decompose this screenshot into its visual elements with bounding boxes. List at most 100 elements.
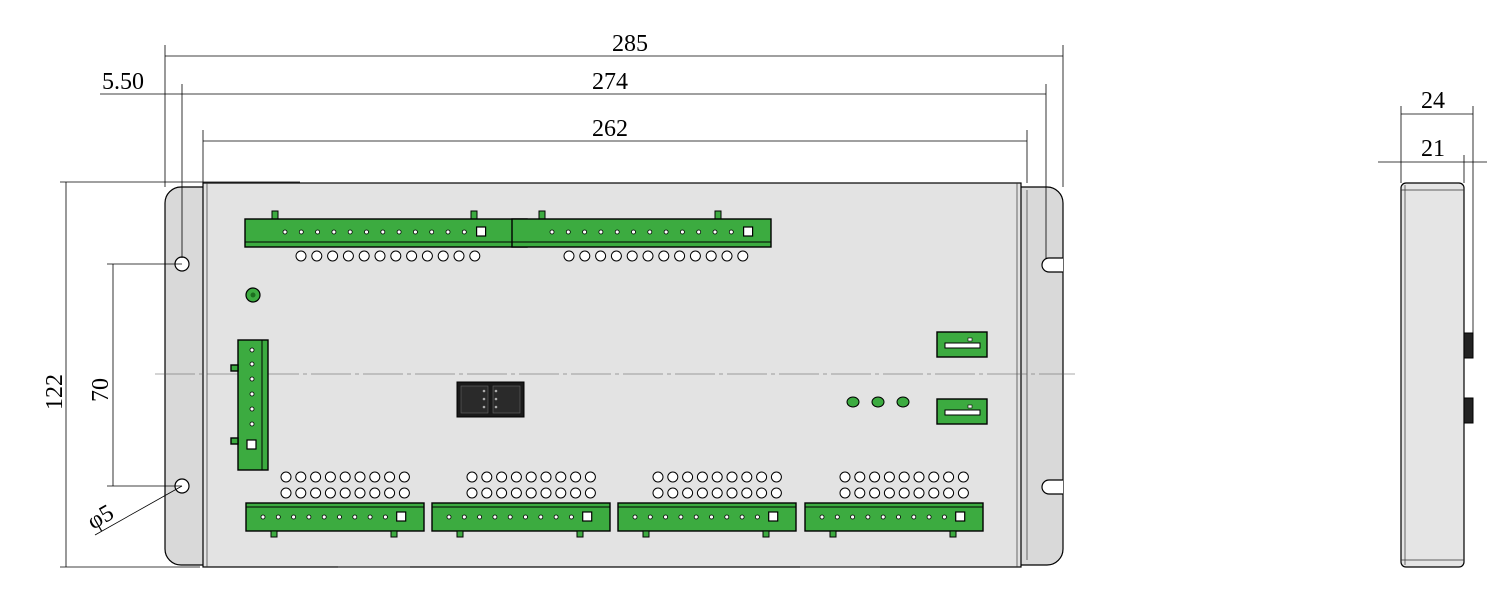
- solder-pad: [737, 250, 749, 262]
- solder-pad: [770, 487, 782, 499]
- solder-pad: [883, 471, 895, 483]
- solder-pad: [928, 471, 940, 483]
- solder-pad: [696, 471, 708, 483]
- solder-pad: [324, 487, 336, 499]
- left-vertical-connector: [230, 339, 269, 471]
- dim-overall-height: 122: [42, 374, 68, 410]
- solder-pad: [525, 471, 537, 483]
- solder-pad: [481, 471, 493, 483]
- solder-pad: [342, 250, 354, 262]
- dim-hole-vertical-spacing: 70: [88, 378, 114, 402]
- solder-pad: [525, 487, 537, 499]
- solder-pad: [311, 250, 323, 262]
- bottom-connector-4: [804, 502, 984, 538]
- solder-pad: [756, 471, 768, 483]
- bottom-connector-group: [245, 502, 984, 538]
- solder-pad: [726, 471, 738, 483]
- solder-pad: [913, 487, 925, 499]
- dim-overall-width: 285: [612, 31, 648, 57]
- solder-pad: [682, 471, 694, 483]
- solder-pad: [658, 250, 670, 262]
- solder-pad: [869, 487, 881, 499]
- solder-pad: [898, 471, 910, 483]
- solder-pad: [756, 487, 768, 499]
- solder-pad: [913, 471, 925, 483]
- side-view: 24 21: [1378, 88, 1487, 568]
- solder-pad: [682, 487, 694, 499]
- right-connector-lower: [936, 398, 988, 425]
- solder-pad: [280, 487, 292, 499]
- right-connector-upper: [936, 331, 988, 358]
- solder-pad: [469, 250, 481, 262]
- solder-pad: [854, 487, 866, 499]
- solder-pad: [374, 250, 386, 262]
- solder-pad: [295, 487, 307, 499]
- side-terminal-upper: [1463, 332, 1474, 359]
- solder-pad: [928, 487, 940, 499]
- solder-pad: [869, 471, 881, 483]
- solder-pad: [295, 471, 307, 483]
- solder-pad: [384, 471, 396, 483]
- dim-body-width: 262: [592, 116, 628, 142]
- solder-pad: [584, 487, 596, 499]
- solder-pad: [839, 471, 851, 483]
- solder-pad: [466, 471, 478, 483]
- bottom-connector-3: [617, 502, 797, 538]
- solder-pad: [324, 471, 336, 483]
- top-connector-group: [244, 210, 772, 248]
- solder-pad: [721, 250, 733, 262]
- solder-pad: [339, 487, 351, 499]
- solder-pad: [652, 471, 664, 483]
- solder-pad: [705, 250, 717, 262]
- solder-pad: [540, 471, 552, 483]
- solder-pad: [957, 471, 969, 483]
- solder-pad: [626, 250, 638, 262]
- dim-side-total-depth: 24: [1421, 88, 1445, 114]
- solder-pad: [369, 471, 381, 483]
- solder-pad: [481, 487, 493, 499]
- solder-pad: [943, 471, 955, 483]
- solder-pad: [943, 487, 955, 499]
- solder-pad: [854, 471, 866, 483]
- bottom-connector-2: [431, 502, 611, 538]
- solder-pad: [510, 487, 522, 499]
- solder-pad: [510, 471, 522, 483]
- dim-side-body-depth: 21: [1421, 136, 1445, 162]
- solder-pad: [310, 471, 322, 483]
- solder-pad: [384, 487, 396, 499]
- solder-pad: [579, 250, 591, 262]
- solder-pad: [689, 250, 701, 262]
- solder-pad: [398, 487, 410, 499]
- solder-pad: [358, 250, 370, 262]
- solder-pad: [570, 487, 582, 499]
- mount-slot-bottom-right: [1041, 479, 1063, 495]
- solder-pad: [555, 471, 567, 483]
- solder-pad: [696, 487, 708, 499]
- solder-pad: [595, 250, 607, 262]
- dim-edge-offset: 5.50: [102, 69, 144, 95]
- solder-pad: [453, 250, 465, 262]
- solder-pad: [466, 487, 478, 499]
- solder-pad: [652, 487, 664, 499]
- solder-pad: [406, 250, 418, 262]
- solder-pad: [711, 487, 723, 499]
- solder-pad: [770, 471, 782, 483]
- solder-pad: [354, 487, 366, 499]
- solder-pad: [610, 250, 622, 262]
- solder-pad: [369, 487, 381, 499]
- solder-pad: [280, 471, 292, 483]
- solder-pad: [354, 471, 366, 483]
- solder-pad: [839, 487, 851, 499]
- solder-pad: [295, 250, 307, 262]
- solder-pad: [563, 250, 575, 262]
- solder-pad: [674, 250, 686, 262]
- mount-slot-top-right: [1041, 257, 1063, 273]
- solder-pad: [310, 487, 322, 499]
- solder-pad: [667, 471, 679, 483]
- solder-pad: [496, 471, 508, 483]
- solder-pad: [390, 250, 402, 262]
- solder-pad: [398, 471, 410, 483]
- solder-pad-group: [280, 250, 969, 499]
- solder-pad: [540, 487, 552, 499]
